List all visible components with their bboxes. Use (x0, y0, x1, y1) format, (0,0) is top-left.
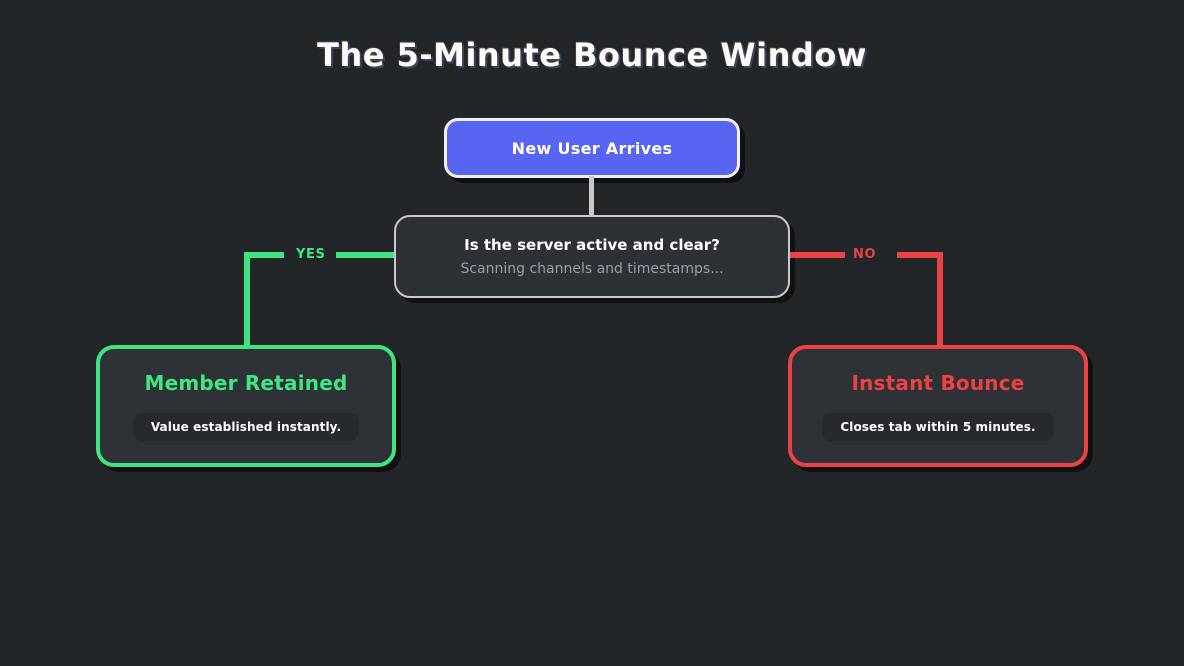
connector-yes-vertical (244, 252, 250, 352)
decision-question: Is the server active and clear? (464, 236, 720, 254)
node-instant-bounce[interactable]: Instant Bounce Closes tab within 5 minut… (788, 345, 1088, 467)
connector-yes-horizontal-right (336, 252, 394, 258)
connector-no-horizontal-right (897, 252, 943, 258)
branch-label-no: NO (853, 247, 877, 262)
node-member-retained[interactable]: Member Retained Value established instan… (96, 345, 396, 467)
node-yes-badge: Value established instantly. (132, 413, 360, 441)
connector-no-horizontal-left (790, 252, 845, 258)
connector-no-vertical (937, 252, 943, 352)
node-start-label: New User Arrives (511, 138, 673, 158)
node-no-title: Instant Bounce (851, 371, 1025, 395)
node-yes-title: Member Retained (144, 371, 348, 395)
connector-start-to-decision (589, 176, 594, 218)
connector-yes-horizontal-left (244, 252, 284, 258)
node-decision-server-active[interactable]: Is the server active and clear? Scanning… (394, 215, 790, 298)
node-no-badge: Closes tab within 5 minutes. (822, 413, 1054, 441)
node-new-user-arrives[interactable]: New User Arrives (444, 118, 740, 178)
decision-subtext: Scanning channels and timestamps... (460, 261, 724, 277)
branch-label-yes: YES (296, 247, 326, 262)
page-title: The 5-Minute Bounce Window (317, 36, 867, 74)
